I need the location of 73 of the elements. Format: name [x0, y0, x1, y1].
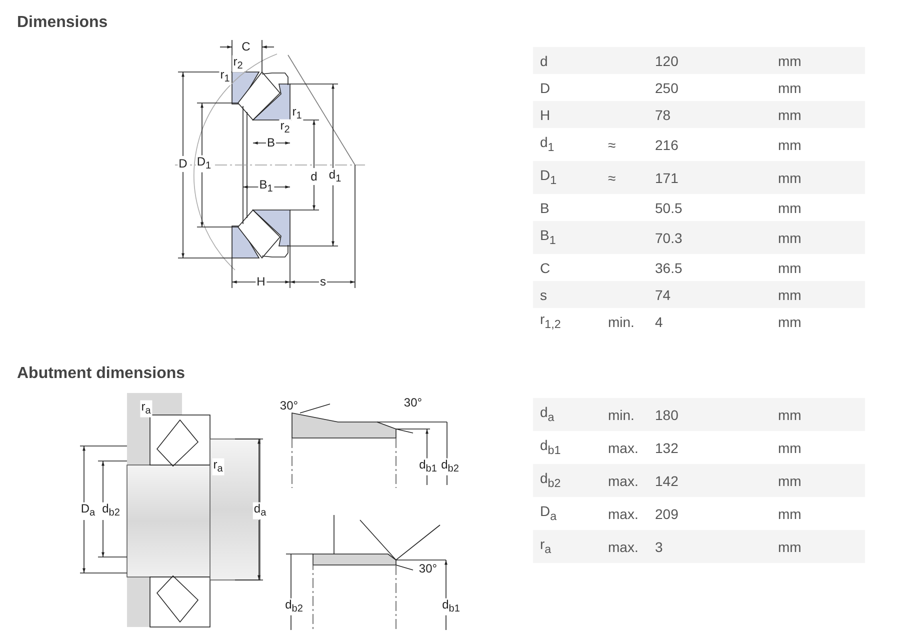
dimension-label: d$_{b1}$ [441, 598, 461, 616]
symbol-text: d$_{1}$ [540, 134, 554, 156]
unit-text: mm [778, 52, 802, 68]
dimension-label: d$_{a}$ [252, 502, 268, 520]
unit-text: mm [778, 440, 802, 456]
value-text: 120 [655, 52, 678, 68]
value-text: 209 [655, 506, 678, 522]
unit-text: mm [778, 260, 802, 276]
dimension-label: H [256, 276, 266, 288]
value-text: 50.5 [655, 200, 682, 216]
value-text: 180 [655, 406, 678, 422]
dimension-label: d$_{b2}$ [440, 458, 460, 476]
dimension-label: d$_{b2}$ [284, 598, 304, 616]
qualifier-text: max. [608, 440, 638, 456]
dimension-label: C [240, 40, 252, 54]
unit-text: mm [778, 106, 802, 122]
value-text: 171 [655, 170, 678, 186]
value-text: 3 [655, 538, 663, 554]
dimension-label: 30° [402, 396, 424, 410]
symbol-text: D$_{a}$ [540, 502, 557, 524]
unit-text: mm [778, 200, 802, 216]
qualifier-text: ≈ [608, 136, 616, 152]
value-text: 216 [655, 136, 678, 152]
unit-text: mm [778, 506, 802, 522]
unit-text: mm [778, 314, 802, 330]
value-text: 4 [655, 314, 663, 330]
symbol-text: s [540, 286, 547, 302]
dimension-label: 30° [418, 562, 438, 576]
symbol-text: d$_{b1}$ [540, 436, 561, 458]
dimension-label: D [178, 158, 188, 170]
symbol-text: r$_{1,2}$ [540, 310, 561, 332]
value-text: 74 [655, 286, 671, 302]
symbol-text: C [540, 260, 550, 276]
qualifier-text: ≈ [608, 170, 616, 186]
unit-text: mm [778, 286, 802, 302]
qualifier-text: min. [608, 406, 634, 422]
symbol-text: d$_{a}$ [540, 404, 554, 426]
dimension-label: r$_{a}$ [140, 400, 152, 418]
symbol-text: D$_{1}$ [540, 166, 557, 188]
unit-text: mm [778, 472, 802, 488]
symbol-text: r$_{a}$ [540, 536, 552, 558]
value-text: 78 [655, 106, 671, 122]
unit-text: mm [778, 136, 802, 152]
value-text: 36.5 [655, 260, 682, 276]
symbol-text: d$_{b2}$ [540, 470, 561, 492]
dimension-label: 30° [278, 400, 300, 412]
value-text: 70.3 [655, 230, 682, 246]
section-heading: Dimensions [17, 14, 108, 32]
qualifier-text: max. [608, 472, 638, 488]
symbol-text: B [540, 200, 550, 216]
qualifier-text: max. [608, 538, 638, 554]
dimension-label: r$_{2}$ [232, 55, 244, 73]
symbol-text: H [540, 106, 550, 122]
section-heading: Abutment dimensions [17, 365, 186, 383]
unit-text: mm [778, 80, 802, 96]
unit-text: mm [778, 170, 802, 186]
value-text: 250 [655, 80, 678, 96]
symbol-text: B$_{1}$ [540, 226, 556, 248]
qualifier-text: max. [608, 506, 638, 522]
dimension-label: d [310, 170, 318, 184]
dimension-label: d$_{b1}$ [418, 458, 438, 476]
dimension-label: D$_{1}$ [196, 155, 212, 173]
symbol-text: D [540, 80, 550, 96]
value-text: 132 [655, 440, 678, 456]
dimension-label: d$_{1}$ [328, 168, 342, 186]
unit-text: mm [778, 406, 802, 422]
unit-text: mm [778, 538, 802, 554]
unit-text: mm [778, 230, 802, 246]
dimension-label: B [266, 136, 276, 150]
symbol-text: d [540, 52, 548, 68]
dimension-label: r$_{a}$ [212, 458, 224, 476]
value-text: 142 [655, 472, 678, 488]
qualifier-text: min. [608, 314, 634, 330]
